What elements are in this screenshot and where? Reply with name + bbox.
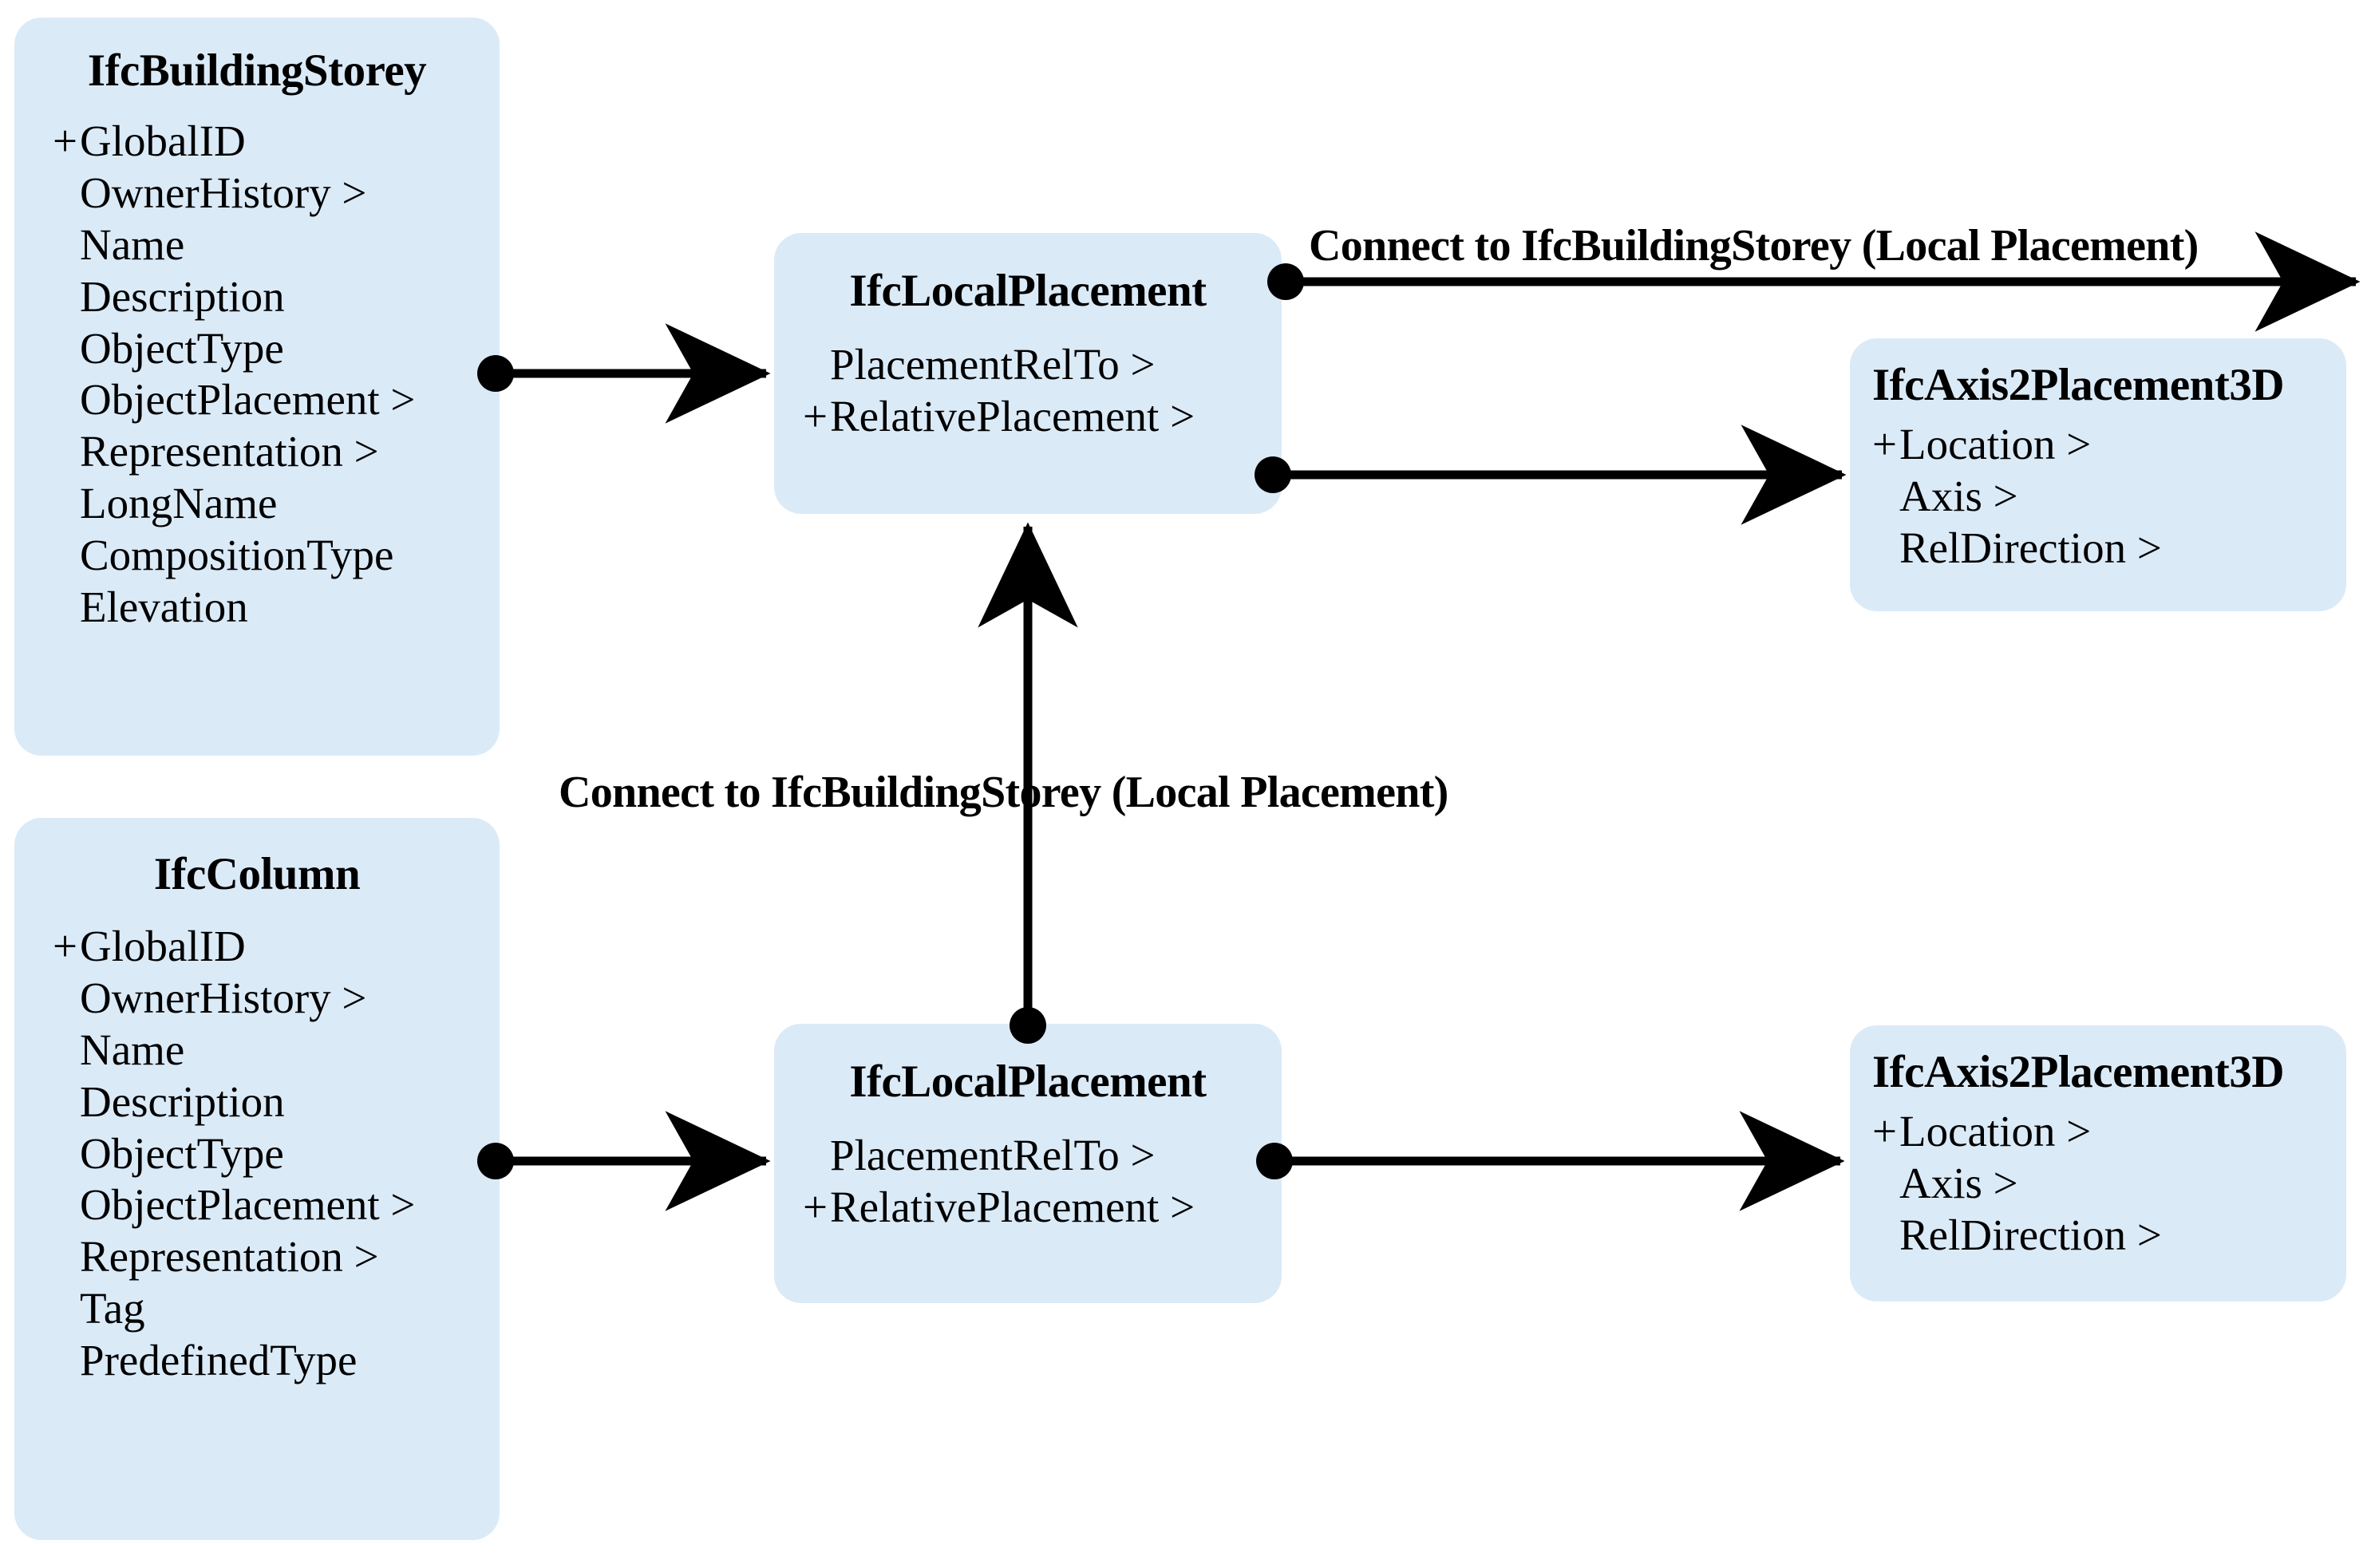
attribute-row: Description	[53, 1076, 500, 1128]
edge-label-localplacement-bottom-to-storey: Connect to IfcBuildingStorey (Local Plac…	[559, 768, 1448, 817]
class-box-attribute-list: PlacementRelTo > +RelativePlacement >	[774, 339, 1282, 443]
attribute-name: Representation >	[80, 427, 379, 476]
class-box-attribute-list: +GlobalID OwnerHistory > Name Descriptio…	[14, 116, 500, 634]
attribute-row: Description	[53, 271, 500, 323]
attribute-row: +GlobalID	[53, 116, 500, 168]
attribute-name: RelativePlacement >	[830, 391, 1195, 440]
attribute-row: +Location >	[1872, 419, 2346, 471]
class-box-attribute-list: PlacementRelTo > +RelativePlacement >	[774, 1130, 1282, 1234]
attribute-row: RelDirection >	[1872, 523, 2346, 575]
edge-localplacement-bottom-to-storey	[978, 522, 1078, 1044]
attribute-name: Axis >	[1899, 471, 2018, 520]
visibility-marker: +	[803, 391, 828, 440]
class-box-ifccolumn[interactable]: IfcColumn +GlobalID OwnerHistory > Name …	[14, 818, 500, 1540]
attribute-row: Representation >	[53, 1231, 500, 1283]
attribute-name: Location >	[1899, 420, 2092, 468]
visibility-marker: +	[53, 117, 78, 165]
attribute-row: Axis >	[1872, 471, 2346, 523]
attribute-name: RelativePlacement >	[830, 1182, 1195, 1231]
edge-localplacement-top-to-storey	[1267, 231, 2361, 332]
class-box-title: IfcColumn	[153, 849, 361, 899]
attribute-name: Location >	[1899, 1107, 2092, 1155]
attribute-name: Description	[80, 1076, 285, 1126]
attribute-name: OwnerHistory >	[80, 168, 367, 217]
visibility-marker: +	[53, 922, 78, 970]
attribute-name: ObjectPlacement >	[80, 1180, 416, 1230]
attribute-row: OwnerHistory >	[53, 973, 500, 1025]
attribute-name: ObjectPlacement >	[80, 375, 416, 425]
class-box-attribute-list: +GlobalID OwnerHistory > Name Descriptio…	[14, 921, 500, 1387]
edge-localplacement-top-to-axis	[1255, 425, 1847, 525]
attribute-row: CompositionType	[53, 530, 500, 582]
attribute-row: +RelativePlacement >	[803, 391, 1282, 443]
attribute-name: ObjectType	[80, 323, 284, 373]
attribute-row: Axis >	[1872, 1158, 2346, 1210]
attribute-row: +GlobalID	[53, 921, 500, 973]
attribute-row: PlacementRelTo >	[803, 339, 1282, 391]
attribute-name: PlacementRelTo >	[830, 340, 1156, 389]
attribute-row: +Location >	[1872, 1106, 2346, 1158]
class-box-title: IfcLocalPlacement	[849, 1057, 1207, 1107]
attribute-name: Axis >	[1899, 1158, 2018, 1207]
attribute-name: Name	[80, 1025, 185, 1074]
visibility-marker: +	[1872, 420, 1898, 468]
class-box-title: IfcAxis2Placement3D	[1872, 360, 2285, 410]
attribute-name: GlobalID	[80, 922, 246, 970]
attribute-row: +RelativePlacement >	[803, 1182, 1282, 1234]
class-box-title: IfcLocalPlacement	[849, 266, 1207, 316]
attribute-row: PredefinedType	[53, 1335, 500, 1387]
class-box-ifclocalplacement-bottom[interactable]: IfcLocalPlacement PlacementRelTo > +Rela…	[774, 1024, 1282, 1303]
attribute-name: ObjectType	[80, 1128, 284, 1178]
attribute-row: RelDirection >	[1872, 1210, 2346, 1262]
attribute-name: RelDirection >	[1899, 523, 2162, 572]
attribute-row: ObjectPlacement >	[53, 374, 500, 426]
attribute-row: ObjectType	[53, 1128, 500, 1180]
attribute-row: Name	[53, 219, 500, 271]
edge-localplacement-bottom-to-axis	[1256, 1111, 1845, 1211]
attribute-name: LongName	[80, 479, 278, 528]
attribute-name: Description	[80, 271, 285, 321]
edge-column-to-localplacement	[477, 1111, 771, 1211]
attribute-name: PredefinedType	[80, 1336, 358, 1385]
attribute-name: OwnerHistory >	[80, 973, 367, 1022]
attribute-row: Representation >	[53, 426, 500, 478]
attribute-name: GlobalID	[80, 117, 246, 165]
class-box-ifclocalplacement-top[interactable]: IfcLocalPlacement PlacementRelTo > +Rela…	[774, 233, 1282, 514]
class-box-ifcbuildingstorey[interactable]: IfcBuildingStorey +GlobalID OwnerHistory…	[14, 18, 500, 756]
attribute-row: ObjectType	[53, 323, 500, 375]
attribute-name: Tag	[80, 1284, 145, 1333]
class-box-attribute-list: +Location > Axis > RelDirection >	[1850, 1106, 2346, 1262]
visibility-marker: +	[1872, 1107, 1898, 1155]
visibility-marker: +	[803, 1182, 828, 1231]
attribute-row: Name	[53, 1025, 500, 1076]
attribute-name: Elevation	[80, 583, 248, 632]
attribute-row: LongName	[53, 478, 500, 530]
attribute-row: Elevation	[53, 582, 500, 634]
attribute-name: Representation >	[80, 1232, 379, 1282]
class-box-title: IfcBuildingStorey	[87, 45, 427, 96]
attribute-name: Name	[80, 219, 185, 269]
attribute-name: PlacementRelTo >	[830, 1131, 1156, 1179]
class-box-title: IfcAxis2Placement3D	[1872, 1047, 2285, 1097]
edge-storey-to-localplacement	[477, 323, 771, 424]
attribute-row: Tag	[53, 1283, 500, 1335]
edge-label-localplacement-top-to-storey: Connect to IfcBuildingStorey (Local Plac…	[1309, 221, 2199, 271]
attribute-row: OwnerHistory >	[53, 168, 500, 219]
class-box-ifcaxis2placement3d-top[interactable]: IfcAxis2Placement3D +Location > Axis > R…	[1850, 338, 2346, 611]
attribute-name: RelDirection >	[1899, 1210, 2162, 1259]
attribute-row: PlacementRelTo >	[803, 1130, 1282, 1182]
attribute-name: CompositionType	[80, 531, 394, 580]
class-box-attribute-list: +Location > Axis > RelDirection >	[1850, 419, 2346, 575]
attribute-row: ObjectPlacement >	[53, 1179, 500, 1231]
class-box-ifcaxis2placement3d-bottom[interactable]: IfcAxis2Placement3D +Location > Axis > R…	[1850, 1025, 2346, 1301]
